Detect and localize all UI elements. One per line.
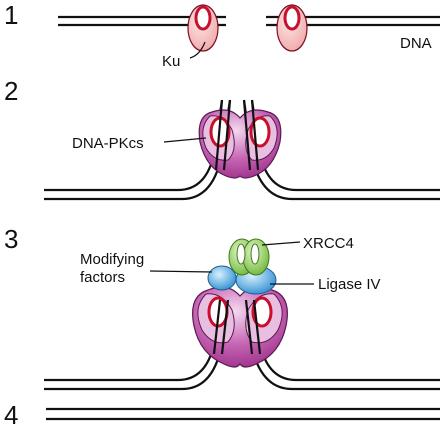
dna-right-strand-top — [250, 99, 440, 192]
step-number-1: 1 — [4, 0, 18, 30]
ku-protein-left — [187, 4, 219, 52]
step-4-repaired-dna — [46, 407, 440, 421]
step-1-broken-dna — [58, 15, 440, 27]
xrcc4-label: XRCC4 — [303, 235, 354, 252]
dna-pkcs-label: DNA-PKcs — [72, 135, 144, 152]
step-number-3: 3 — [4, 224, 18, 254]
step-number-4: 4 — [4, 400, 18, 430]
modifying-factors-leader-line — [149, 270, 213, 273]
dna-label: DNA — [400, 35, 432, 52]
modifying-factors-label-line2: factors — [80, 269, 125, 286]
xrcc4-complex — [228, 238, 270, 276]
ku-label: Ku — [162, 53, 180, 70]
modifying-factors-label-line1: Modifying — [80, 251, 144, 268]
dna-pkcs-complex-step3 — [192, 286, 288, 368]
dna-pkcs-complex — [198, 99, 282, 179]
dna-pkcs-leader-line — [163, 137, 207, 143]
ku-protein-right — [276, 4, 308, 52]
xrcc4-leader-line — [261, 241, 301, 246]
modifying-factors-blob — [207, 265, 237, 291]
ku-leader-line — [189, 41, 206, 59]
ligase-iv-label: Ligase IV — [318, 276, 381, 293]
step-number-2: 2 — [4, 76, 18, 106]
